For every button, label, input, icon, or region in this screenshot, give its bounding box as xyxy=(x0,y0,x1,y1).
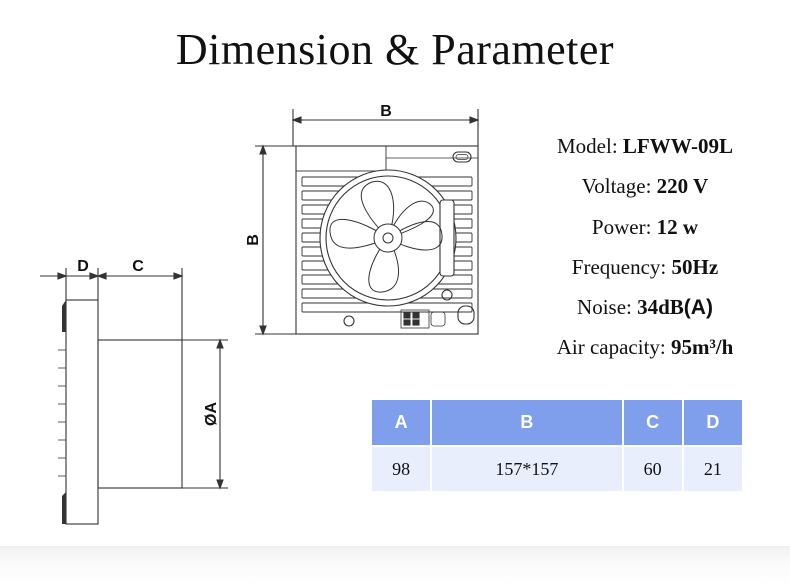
spec-value: 12 w xyxy=(656,214,699,239)
spec-list: Model: LFWW-09L Voltage: 220 V Power: 12… xyxy=(520,126,770,368)
spec-label: Voltage: xyxy=(581,174,657,199)
spec-value-suffix: (A) xyxy=(683,296,713,320)
page-title: Dimension & Parameter xyxy=(175,25,615,74)
front-view-drawing xyxy=(255,109,480,336)
table-header-d: D xyxy=(683,400,742,445)
table-header-row: A B C D xyxy=(372,400,742,445)
spec-value: 34dB(A) xyxy=(637,295,713,319)
spec-value: 95m³/h xyxy=(670,335,734,360)
spec-value-number: 34dB xyxy=(637,295,684,320)
table-header-c: C xyxy=(623,400,682,445)
dimension-label-a: ØA xyxy=(203,402,220,426)
table-header-b: B xyxy=(432,400,622,445)
dimension-label-c: C xyxy=(132,258,144,275)
bottom-shadow-band xyxy=(0,546,790,587)
dimension-table: A B C D 98 157*157 60 21 xyxy=(370,398,744,493)
dimension-label-b-top: B xyxy=(380,103,392,120)
spec-voltage: Voltage: 220 V xyxy=(520,166,770,206)
spec-value: 50Hz xyxy=(671,254,719,279)
table-cell-a: 98 xyxy=(372,447,431,491)
table-cell-b: 157*157 xyxy=(432,447,622,491)
spec-noise: Noise: 34dB(A) xyxy=(520,287,770,327)
spec-air-capacity: Air capacity: 95m³/h xyxy=(520,327,770,367)
spec-label: Noise: xyxy=(577,295,638,320)
spec-power: Power: 12 w xyxy=(520,207,770,247)
table-header-a: A xyxy=(372,400,431,445)
spec-label: Model: xyxy=(557,134,623,158)
spec-label: Frequency: xyxy=(571,254,672,279)
spec-value: 220 V xyxy=(656,174,709,199)
spec-frequency: Frequency: 50Hz xyxy=(520,247,770,287)
spec-label: Air capacity: xyxy=(556,335,671,360)
table-cell-c: 60 xyxy=(623,447,682,491)
dimension-label-d: D xyxy=(77,258,89,275)
table-row: 98 157*157 60 21 xyxy=(372,447,742,491)
spec-value: LFWW-09L xyxy=(622,134,733,158)
spec-model: Model: LFWW-09L xyxy=(520,126,770,166)
table-cell-d: 21 xyxy=(683,447,742,491)
dimension-label-b-side: B xyxy=(245,234,262,246)
spec-label: Power: xyxy=(591,214,657,239)
side-view-drawing xyxy=(40,268,228,525)
